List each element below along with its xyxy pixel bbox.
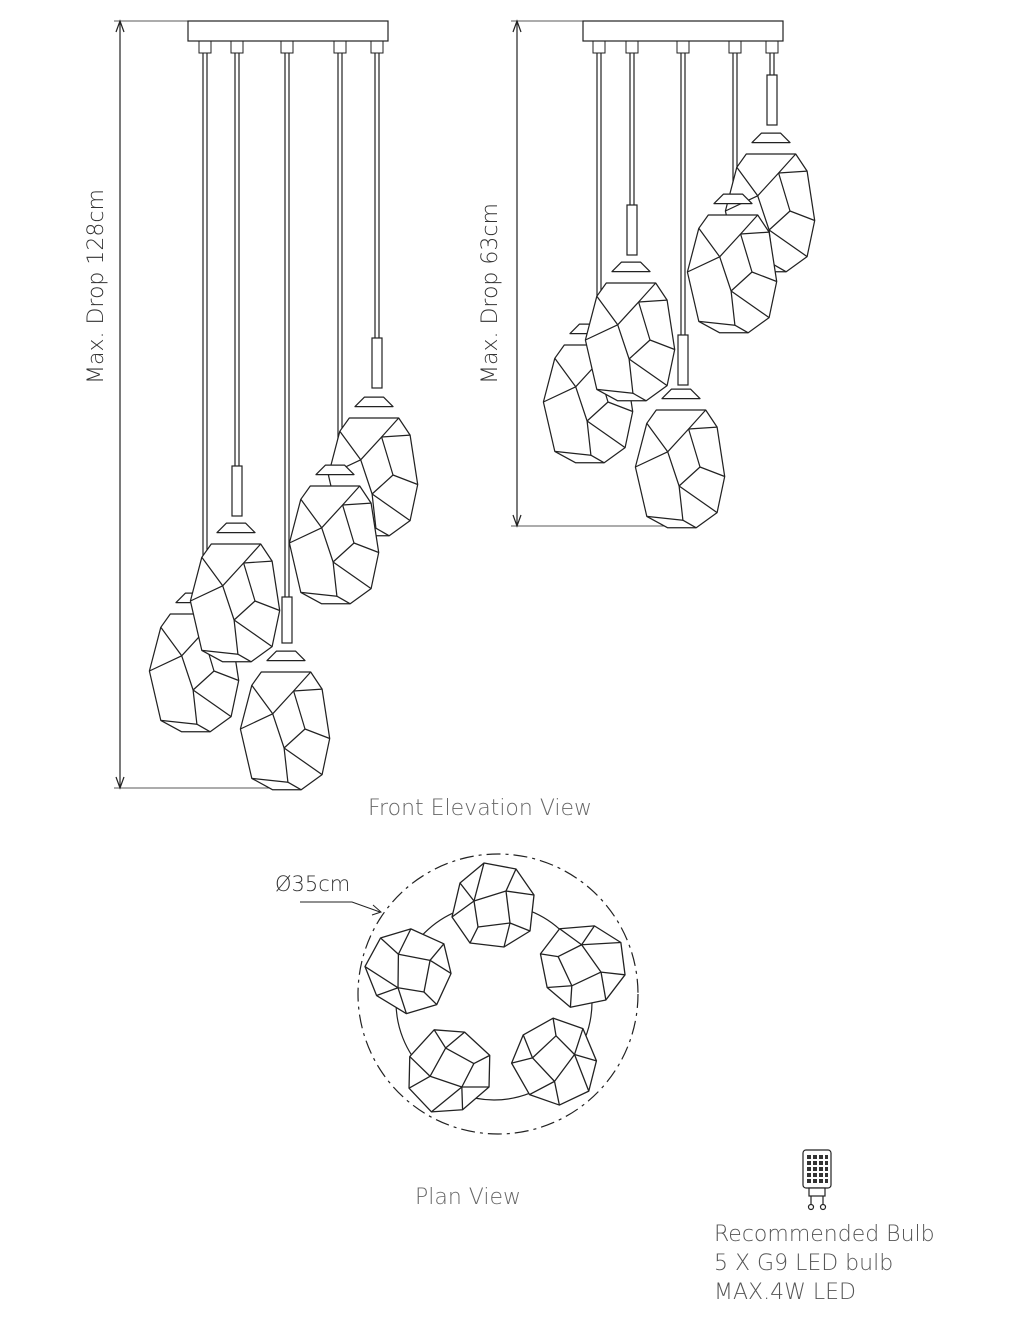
front-view-long-drop xyxy=(114,19,389,790)
bulb-line-3: MAX.4W LED xyxy=(714,1280,856,1305)
pendant-shade-group-right xyxy=(542,132,816,529)
diameter-label: Ø35cm xyxy=(275,872,351,896)
max-drop-short-label: Max. Drop 63cm xyxy=(478,203,503,384)
bulb-line-2: 5 X G9 LED bulb xyxy=(714,1251,894,1276)
plan-view-caption: Plan View xyxy=(415,1185,522,1210)
max-drop-long-label: Max. Drop 128cm xyxy=(84,189,109,384)
g9-led-bulb-icon xyxy=(802,1149,832,1211)
bulb-line-1: Recommended Bulb xyxy=(714,1222,935,1247)
front-view-short-drop xyxy=(511,19,784,528)
bulb-recommendation: Recommended Bulb 5 X G9 LED bulb MAX.4W … xyxy=(714,1220,935,1307)
pendant-shade-group-left xyxy=(148,396,419,791)
front-elevation-caption: Front Elevation View xyxy=(368,796,593,821)
